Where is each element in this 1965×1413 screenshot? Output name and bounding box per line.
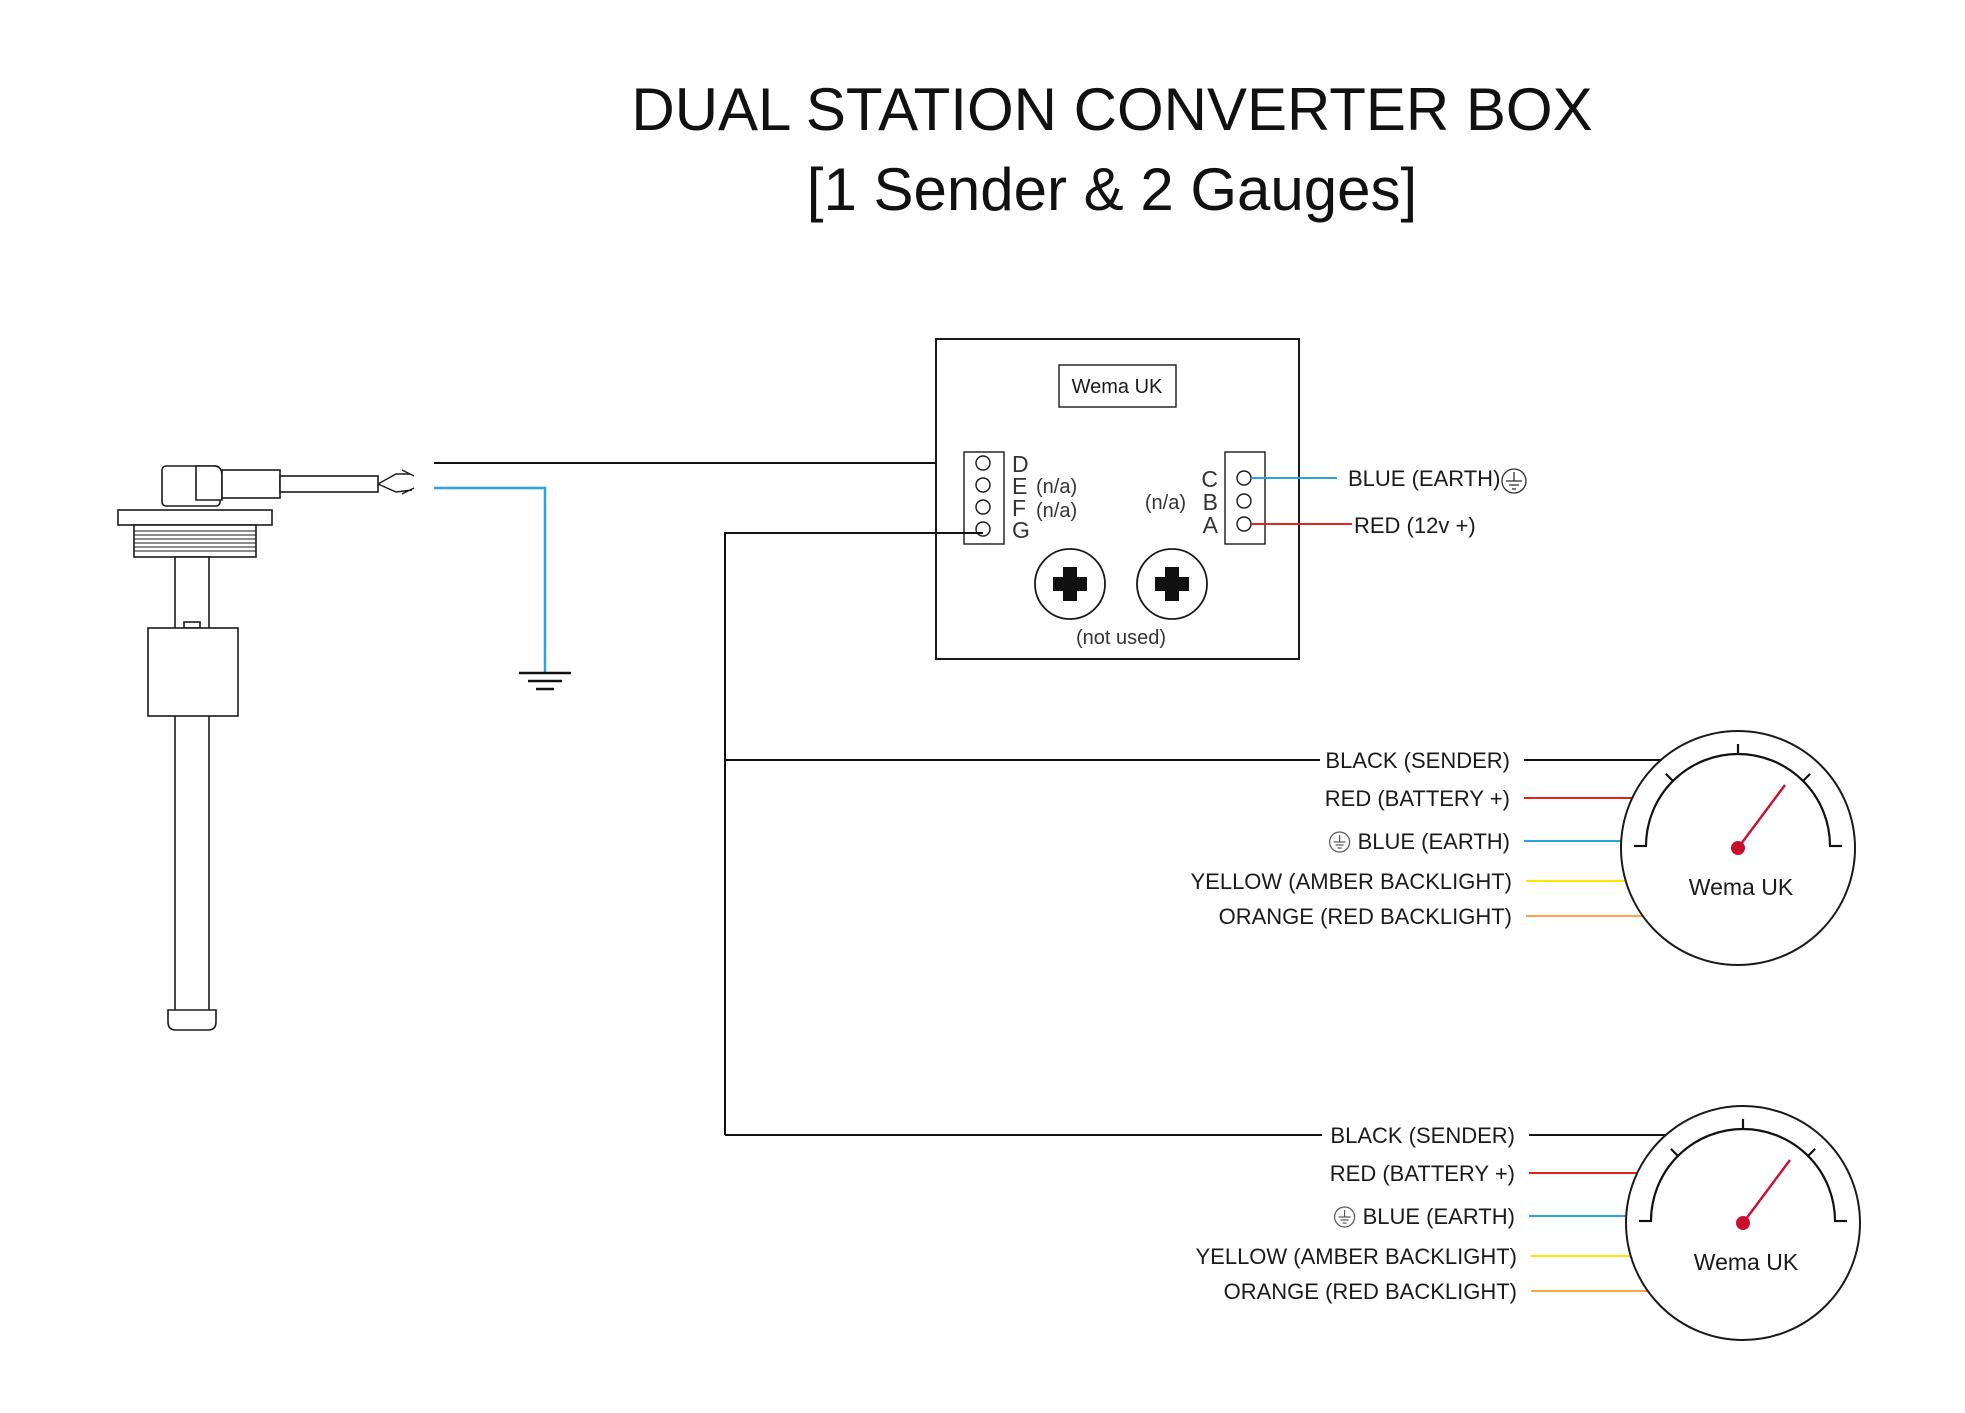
terminal-b <box>1236 493 1252 509</box>
gauge-1: BLACK (SENDER) RED (BATTERY +) BLUE (EARTH… <box>1190 730 1856 966</box>
gauge-wire-label: BLUE (EARTH) <box>1358 829 1510 854</box>
gauge-2: BLACK (SENDER) RED (BATTERY +) BLUE (EARTH… <box>1195 1105 1861 1341</box>
left-terminal-block: D E F G (n/a) (n/a) <box>963 451 1077 545</box>
adjustment-screw-2 <box>1136 548 1208 620</box>
pin-label-c: C <box>1201 466 1218 492</box>
terminal-e <box>975 477 991 493</box>
gauge-wire-label: YELLOW (AMBER BACKLIGHT) <box>1190 869 1512 894</box>
gauge-wire-label: BLUE (EARTH) <box>1363 1204 1515 1229</box>
gauge-wire-label: YELLOW (AMBER BACKLIGHT) <box>1195 1244 1517 1269</box>
diagram-title-line1: DUAL STATION CONVERTER BOX <box>631 76 1592 143</box>
sender-wire-tips <box>377 469 415 495</box>
gauge-tick <box>1806 1148 1816 1158</box>
gauge-wire-label: BLACK (SENDER) <box>1325 748 1510 773</box>
pin-e-na: (n/a) <box>1036 476 1077 498</box>
screws-not-used-label: (not used) <box>1076 627 1166 649</box>
terminal-a <box>1236 516 1252 532</box>
box-g-sender-bus <box>724 532 983 1135</box>
diagram-title-line2: [1 Sender & 2 Gauges] <box>807 156 1417 223</box>
gauge-brand-label: Wema UK <box>1694 1249 1799 1275</box>
pin-label-b: B <box>1203 489 1218 515</box>
pin-label-d: D <box>1012 451 1029 477</box>
terminal-d <box>975 455 991 471</box>
gauges-layer: BLACK (SENDER) RED (BATTERY +) BLUE (EARTH… <box>1190 730 1861 1341</box>
pin-label-f: F <box>1012 495 1026 521</box>
ground-symbol <box>519 671 571 691</box>
gauge-needle <box>1742 1159 1791 1224</box>
gauge-needle <box>1737 784 1786 849</box>
gauge-wire-label: ORANGE (RED BACKLIGHT) <box>1224 1279 1517 1304</box>
earth-icon <box>1328 831 1351 853</box>
gauge-wire-label: ORANGE (RED BACKLIGHT) <box>1219 904 1512 929</box>
gauge-needle-hub <box>1736 1216 1750 1230</box>
terminal-f <box>975 499 991 515</box>
sender-probe <box>117 465 379 1031</box>
pin-label-e: E <box>1012 473 1027 499</box>
sender-blue-wire <box>434 486 547 673</box>
adjustment-screw-1 <box>1034 548 1106 620</box>
gauge-needle-hub <box>1731 841 1745 855</box>
gauge-wire-label: BLACK (SENDER) <box>1330 1123 1515 1148</box>
right-terminal-block: C B A (n/a) <box>1145 451 1266 545</box>
gauge-wire-label: RED (BATTERY +) <box>1325 786 1510 811</box>
gauge-tick <box>1665 773 1675 783</box>
gauge-tick <box>1670 1148 1680 1158</box>
box-brand-text: Wema UK <box>1072 376 1163 398</box>
pin-f-na: (n/a) <box>1036 500 1077 522</box>
box-brand-label: Wema UK <box>1058 364 1177 408</box>
earth-icon <box>1333 1206 1356 1228</box>
pin-label-a: A <box>1203 512 1219 538</box>
box-blue-earth-label: BLUE (EARTH) <box>1348 466 1500 491</box>
pin-b-na: (n/a) <box>1145 492 1186 514</box>
gauge-brand-label: Wema UK <box>1689 874 1794 900</box>
gauge-tick <box>1801 773 1811 783</box>
box-red-12v-label: RED (12v +) <box>1354 513 1476 538</box>
terminal-c <box>1236 470 1252 486</box>
earth-icon <box>1501 468 1527 494</box>
gauge-wire-label: RED (BATTERY +) <box>1330 1161 1515 1186</box>
pin-label-g: G <box>1012 517 1030 543</box>
